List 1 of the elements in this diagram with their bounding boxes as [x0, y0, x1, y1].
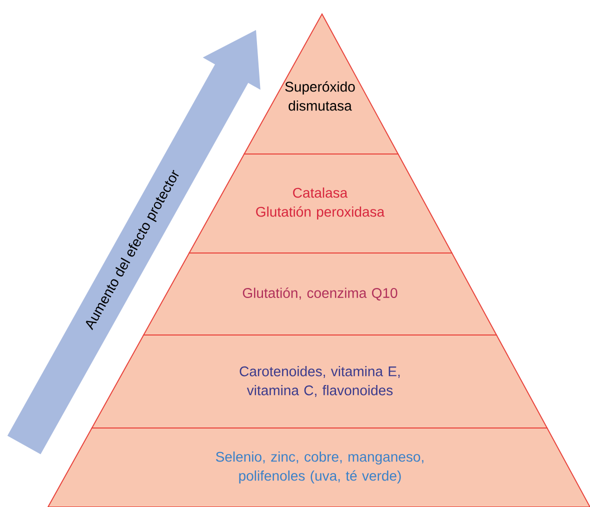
pyramid-band: Carotenoides, vitamina E, vitamina C, flavonoides [91, 334, 548, 428]
